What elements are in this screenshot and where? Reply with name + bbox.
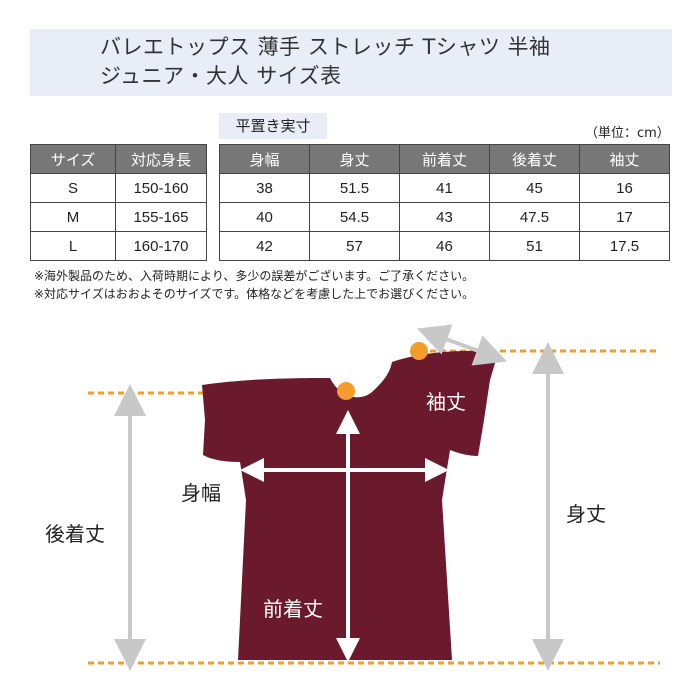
size-table: サイズ 対応身長 S 150-160 M 155-165 L 160-170: [30, 144, 207, 261]
measure-cell: 45: [489, 173, 580, 203]
measure-cell: 51: [489, 231, 580, 261]
measure-cell: 42: [219, 231, 310, 261]
measure-cell: 57: [309, 231, 400, 261]
measure-header: 後着丈: [489, 144, 580, 174]
measurement-table: 身幅 身丈 前着丈 後着丈 袖丈 38 51.5 41 45 16 40 54.…: [219, 144, 670, 261]
width-label: 身幅: [181, 481, 221, 505]
shoulder-point-icon: [337, 382, 355, 400]
body-length-label: 身丈: [566, 502, 606, 526]
title-line-2: ジュニア・大人 サイズ表: [100, 64, 342, 88]
title-line-1: バレエトップス 薄手 ストレッチ Tシャツ 半袖: [100, 35, 551, 59]
size-header: サイズ: [30, 144, 116, 174]
measure-header: 前着丈: [399, 144, 490, 174]
measure-header: 身丈: [309, 144, 400, 174]
height-cell: 155-165: [115, 202, 207, 232]
unit-label: （単位：cm）: [585, 126, 670, 141]
measure-cell: 41: [399, 173, 490, 203]
note-line-2: ※対応サイズはおおよそのサイズです。体格などを考慮した上でお選びください。: [34, 287, 475, 301]
measure-cell: 51.5: [309, 173, 400, 203]
size-cell: L: [30, 231, 116, 261]
measure-cell: 17: [579, 202, 670, 232]
height-header: 対応身長: [115, 144, 207, 174]
note-line-1: ※海外製品のため、入荷時期により、多少の誤差がございます。ご了承ください。: [34, 269, 475, 283]
page-title: バレエトップス 薄手 ストレッチ Tシャツ 半袖 ジュニア・大人 サイズ表: [100, 33, 551, 91]
size-cell: S: [30, 173, 116, 203]
table-row: 42 57 46 51 17.5: [219, 231, 670, 261]
measure-cell: 47.5: [489, 202, 580, 232]
table-row: L 160-170: [30, 231, 207, 261]
height-cell: 160-170: [115, 231, 207, 261]
table-row: 38 51.5 41 45 16: [219, 173, 670, 203]
measure-cell: 17.5: [579, 231, 670, 261]
flat-measure-heading: 平置き実寸: [219, 113, 327, 139]
title-banner: [30, 29, 672, 96]
sleeve-arrow: [416, 324, 508, 366]
sleeve-label: 袖丈: [426, 390, 466, 414]
front-length-label: 前着丈: [263, 597, 323, 621]
measure-header: 袖丈: [579, 144, 670, 174]
back-length-label: 後着丈: [45, 522, 105, 546]
measure-cell: 16: [579, 173, 670, 203]
measure-cell: 46: [399, 231, 490, 261]
neck-point-icon: [410, 342, 428, 360]
